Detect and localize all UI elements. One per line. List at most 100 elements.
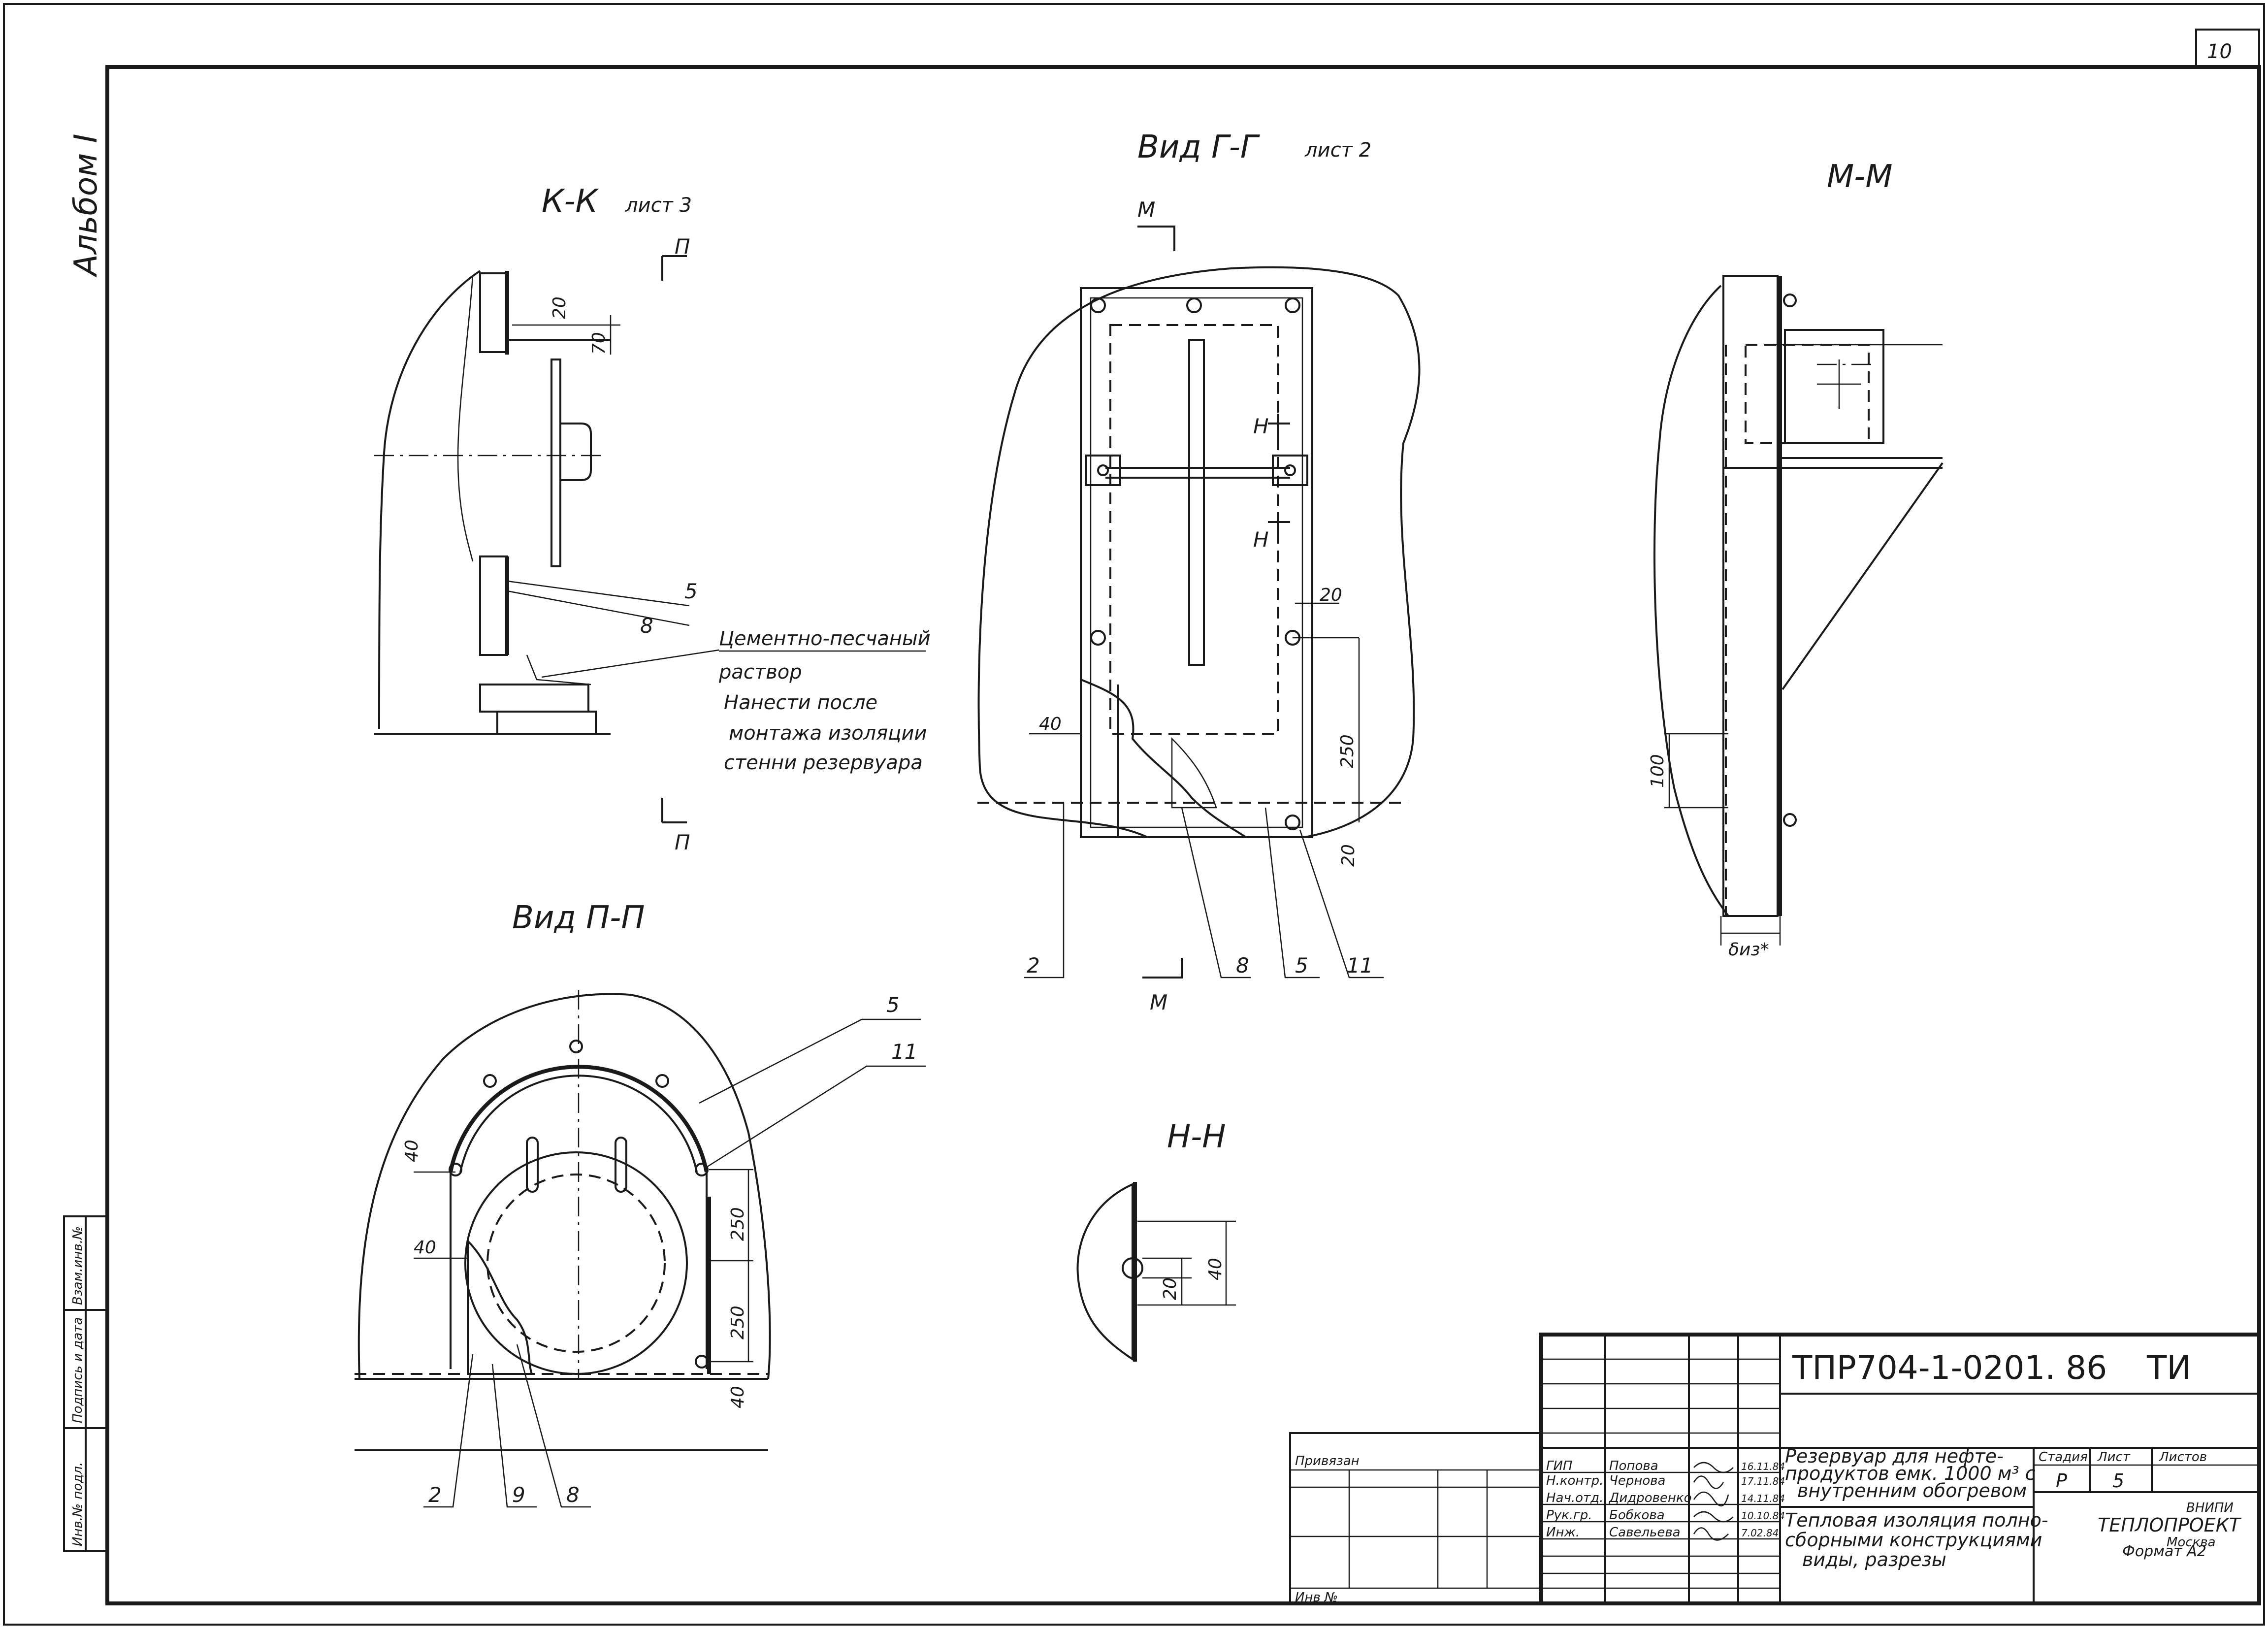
gg-callout-2: 2 xyxy=(1027,953,1040,978)
tb-sheet-value: 5 xyxy=(2112,1470,2124,1492)
pp-hatched-zone xyxy=(467,1239,533,1375)
view-kk-title: К-К xyxy=(542,183,599,220)
tb-org-line2: ТЕПЛОПРОЕКТ xyxy=(2098,1514,2242,1536)
view-gg-title: Вид Г-Г xyxy=(1137,129,1260,165)
tb-signature-2 xyxy=(1693,1475,1724,1489)
kk-base-block-lower xyxy=(496,711,597,735)
tb-document-mark: ТИ xyxy=(2146,1349,2191,1387)
tb-role-gip: ГИП xyxy=(1546,1459,1573,1473)
tb-date-1: 16.11.84 xyxy=(1741,1461,1785,1472)
mm-insulation xyxy=(1722,275,1779,917)
kk-callout-5: 5 xyxy=(684,579,698,603)
gg-plate-inner xyxy=(1090,297,1303,828)
tb-name-1: Попова xyxy=(1609,1459,1658,1473)
gg-plate-outer xyxy=(1080,287,1313,838)
stamp-sign-label: Подпись и дата xyxy=(70,1317,85,1423)
gg-callout-5: 5 xyxy=(1295,953,1308,978)
tb-role-ncontr: Н.контр. xyxy=(1546,1473,1603,1488)
stamp-inv-label: Инв.№ подл. xyxy=(70,1462,85,1546)
pp-callout-5: 5 xyxy=(886,993,900,1017)
tb-stage-value: Р xyxy=(2056,1470,2067,1492)
sheet-format: Формат А2 xyxy=(2122,1543,2206,1560)
mm-beam-hidden xyxy=(1745,344,1870,444)
pp-bolts xyxy=(449,1040,709,1369)
tb-name-5: Савельева xyxy=(1609,1525,1681,1540)
kk-mortar-wedge xyxy=(526,654,591,685)
tb-name-3: Дидровенко xyxy=(1609,1491,1692,1505)
kk-note-line3: Нанести после xyxy=(724,691,877,714)
gg-section-n-bottom: Н xyxy=(1253,527,1269,552)
gg-hatched-zone xyxy=(1171,737,1217,809)
tb-name-2: Чернова xyxy=(1609,1473,1666,1488)
tb-role-inzh: Инж. xyxy=(1546,1525,1580,1540)
kk-note-line4: монтажа изоляции xyxy=(729,722,927,745)
gg-lug-left xyxy=(1085,455,1121,486)
binding-block xyxy=(1289,1432,1542,1604)
view-gg: Вид Г-Г лист 2 М М Н Н xyxy=(977,129,1421,1014)
tb-date-3: 14.11.84 xyxy=(1741,1493,1785,1504)
gg-lug-right xyxy=(1272,455,1308,486)
tb-signature-5 xyxy=(1693,1527,1729,1541)
tb-signature-4 xyxy=(1693,1511,1734,1523)
gg-vertical-rib xyxy=(1188,339,1205,666)
tb-desc-line1: Тепловая изоляция полно- xyxy=(1785,1509,2048,1531)
tb-org-line3: Москва xyxy=(2167,1535,2216,1550)
tb-subject-line3: внутренним обогревом xyxy=(1797,1480,2027,1501)
view-mm: М-М 100 δиз* xyxy=(1648,159,1944,960)
kk-handle xyxy=(560,423,592,481)
gg-plate-hidden xyxy=(1109,324,1279,735)
tb-stage-label: Стадия xyxy=(2039,1450,2088,1465)
gg-dim-20-bottom: 20 xyxy=(1338,844,1359,867)
gg-callout-11: 11 xyxy=(1347,953,1373,978)
tb-date-2: 17.11.84 xyxy=(1741,1475,1785,1487)
gg-break-line xyxy=(1080,679,1247,838)
kk-breakout-outline xyxy=(378,270,481,729)
album-label: Альбом I xyxy=(68,133,104,278)
kk-base-block-upper xyxy=(479,684,589,713)
view-nn: Н-Н 20 40 xyxy=(1076,1119,1236,1362)
gg-section-m-bottom: М xyxy=(1150,990,1167,1014)
outer-border xyxy=(3,3,2265,1626)
mm-breakout-outline xyxy=(1653,285,1729,917)
pp-bolt-circle xyxy=(486,1174,666,1353)
kk-hatch-plate xyxy=(551,359,561,567)
mm-dim-100: 100 xyxy=(1648,754,1668,788)
view-nn-title: Н-Н xyxy=(1167,1119,1226,1155)
mm-beam-outline xyxy=(1784,329,1884,444)
gg-dim-250: 250 xyxy=(1337,734,1358,768)
view-pp-title: Вид П-П xyxy=(512,900,645,936)
kk-insulation-upper xyxy=(479,272,508,353)
tb-inv-label: Инв № xyxy=(1295,1590,1338,1605)
tb-sheet-label: Лист xyxy=(2097,1450,2131,1465)
gg-section-n-top: Н xyxy=(1253,414,1269,438)
gg-callout-8: 8 xyxy=(1236,953,1249,978)
pp-dim-40-mid: 40 xyxy=(414,1238,436,1258)
mm-dim-insulation: δиз* xyxy=(1728,940,1769,960)
tb-desc-line2: сборными конструкциями xyxy=(1785,1529,2042,1551)
gg-bolts xyxy=(1090,297,1300,830)
tb-desc-line3: виды, разрезы xyxy=(1802,1549,1946,1570)
kk-dim-20: 20 xyxy=(550,296,570,319)
kk-note-line1: Цементно-песчаный xyxy=(719,627,931,650)
kk-section-mark-bottom: П xyxy=(675,830,690,854)
nn-dim-40: 40 xyxy=(1205,1258,1226,1280)
sheet-number-box xyxy=(2195,29,2260,68)
view-gg-sheet-ref: лист 2 xyxy=(1304,139,1371,162)
tb-document-code: ТПР704-1-0201. 86 xyxy=(1792,1349,2107,1387)
tb-subject-line1: Резервуар для нефте- xyxy=(1785,1445,2004,1467)
tb-date-4: 10.10.84 xyxy=(1741,1510,1785,1522)
kk-insulation-lower xyxy=(479,555,508,656)
pp-callout-11: 11 xyxy=(891,1040,917,1064)
tb-role-nachotd: Нач.отд. xyxy=(1546,1491,1603,1505)
pp-callout-2: 2 xyxy=(428,1483,442,1507)
view-kk-sheet-ref: лист 3 xyxy=(625,194,692,217)
view-kk: К-К лист 3 20 70 5 8 П П xyxy=(374,183,931,854)
pp-manhole-disc xyxy=(464,1151,688,1375)
inner-frame xyxy=(105,65,2261,1605)
stamp-replace-label: Взам.инв.№ xyxy=(70,1226,85,1305)
side-stamp: Инв.№ подл. Подпись и дата Взам.инв.№ xyxy=(63,1215,108,1552)
pp-slot-right xyxy=(615,1137,627,1193)
gg-dim-20-top: 20 xyxy=(1320,585,1342,605)
pp-dim-250-bottom: 250 xyxy=(728,1305,748,1339)
